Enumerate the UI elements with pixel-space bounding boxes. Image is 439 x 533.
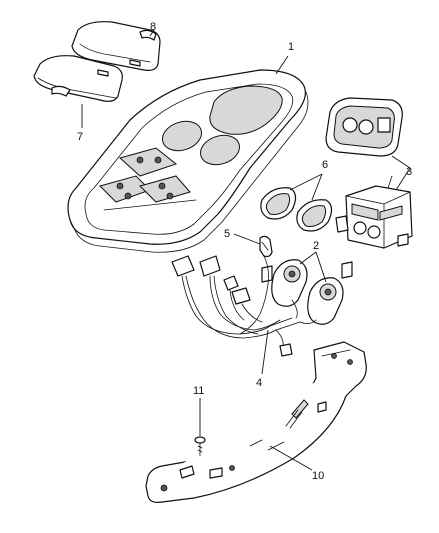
- part-3-compass-module: [325, 97, 413, 249]
- callout-2: 2: [313, 240, 319, 252]
- leader-lines: [81, 29, 411, 471]
- part-7-storage-lid: [33, 55, 123, 102]
- callout-11: 11: [193, 385, 204, 397]
- part-4-wiring-harness: [171, 255, 317, 357]
- part-11-screw: [194, 436, 206, 457]
- callout-4: 4: [256, 377, 262, 389]
- callout-7: 7: [77, 131, 83, 143]
- callout-10: 10: [312, 470, 324, 482]
- callout-3: 3: [406, 166, 412, 178]
- part-1-console-housing: [67, 69, 309, 253]
- callout-1: 1: [288, 41, 294, 53]
- callout-8: 8: [150, 21, 156, 33]
- part-10-mounting-bracket: [145, 341, 367, 503]
- callout-6: 6: [322, 159, 328, 171]
- callout-5: 5: [224, 228, 230, 240]
- part-5-bulb: [259, 235, 273, 258]
- part-6-lamp-lenses: [260, 187, 333, 232]
- part-2-lamp-assemblies: [261, 259, 353, 325]
